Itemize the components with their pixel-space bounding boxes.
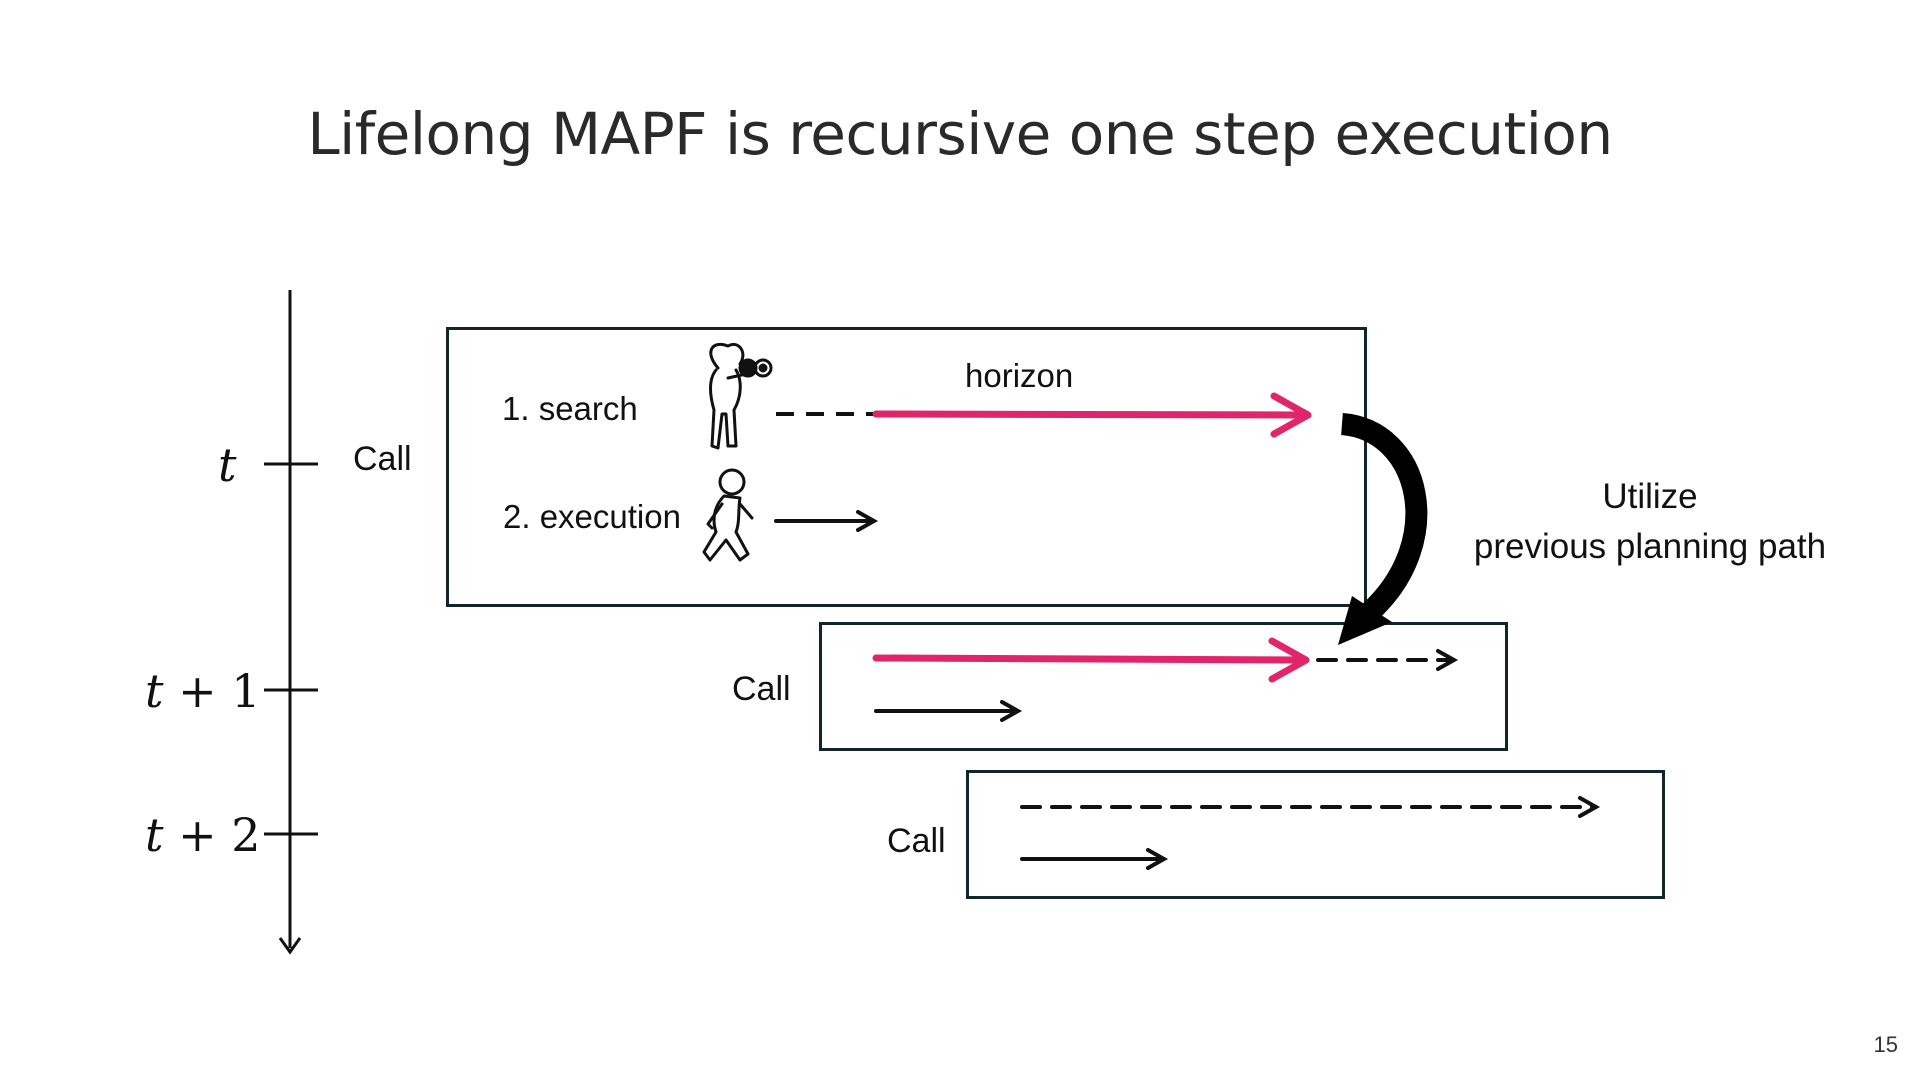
walking-person-icon xyxy=(702,468,754,562)
slide-title: Lifelong MAPF is recursive one step exec… xyxy=(307,100,1613,168)
call-label-3: Call xyxy=(887,822,946,860)
tick-label-t: t xyxy=(218,438,237,492)
horizon-planned-path-arrow xyxy=(872,392,1312,438)
call-label-1: Call xyxy=(353,440,412,478)
tick-label-t-plus-1: t + 1 xyxy=(145,664,261,718)
execution-arrow-3 xyxy=(1020,848,1169,870)
call-box-1 xyxy=(446,327,1367,607)
execution-arrow-2 xyxy=(874,700,1023,722)
call-box-3 xyxy=(966,770,1665,899)
utilize-note-line2: previous planning path xyxy=(1473,527,1827,566)
planned-dashed-arrow-3 xyxy=(1020,796,1601,818)
page-number: 15 xyxy=(1873,1032,1898,1057)
reuse-curved-arrow xyxy=(1338,413,1428,645)
execution-arrow xyxy=(774,510,879,532)
binoculars-person-icon xyxy=(709,343,773,450)
tick-label-t-plus-2: t + 2 xyxy=(145,808,261,862)
reused-planned-path-arrow xyxy=(872,637,1310,683)
timeline-axis xyxy=(278,290,302,955)
horizon-label: horizon xyxy=(965,357,1074,394)
call-box-2 xyxy=(819,622,1508,751)
utilize-note: Utilize previous planning path xyxy=(1460,472,1840,572)
extended-dashed-arrow xyxy=(1316,649,1459,671)
utilize-note-line1: Utilize xyxy=(1602,477,1698,516)
search-step-label: 1. search xyxy=(502,390,638,427)
execution-step-label: 2. execution xyxy=(503,498,681,535)
call-label-2: Call xyxy=(732,670,791,708)
